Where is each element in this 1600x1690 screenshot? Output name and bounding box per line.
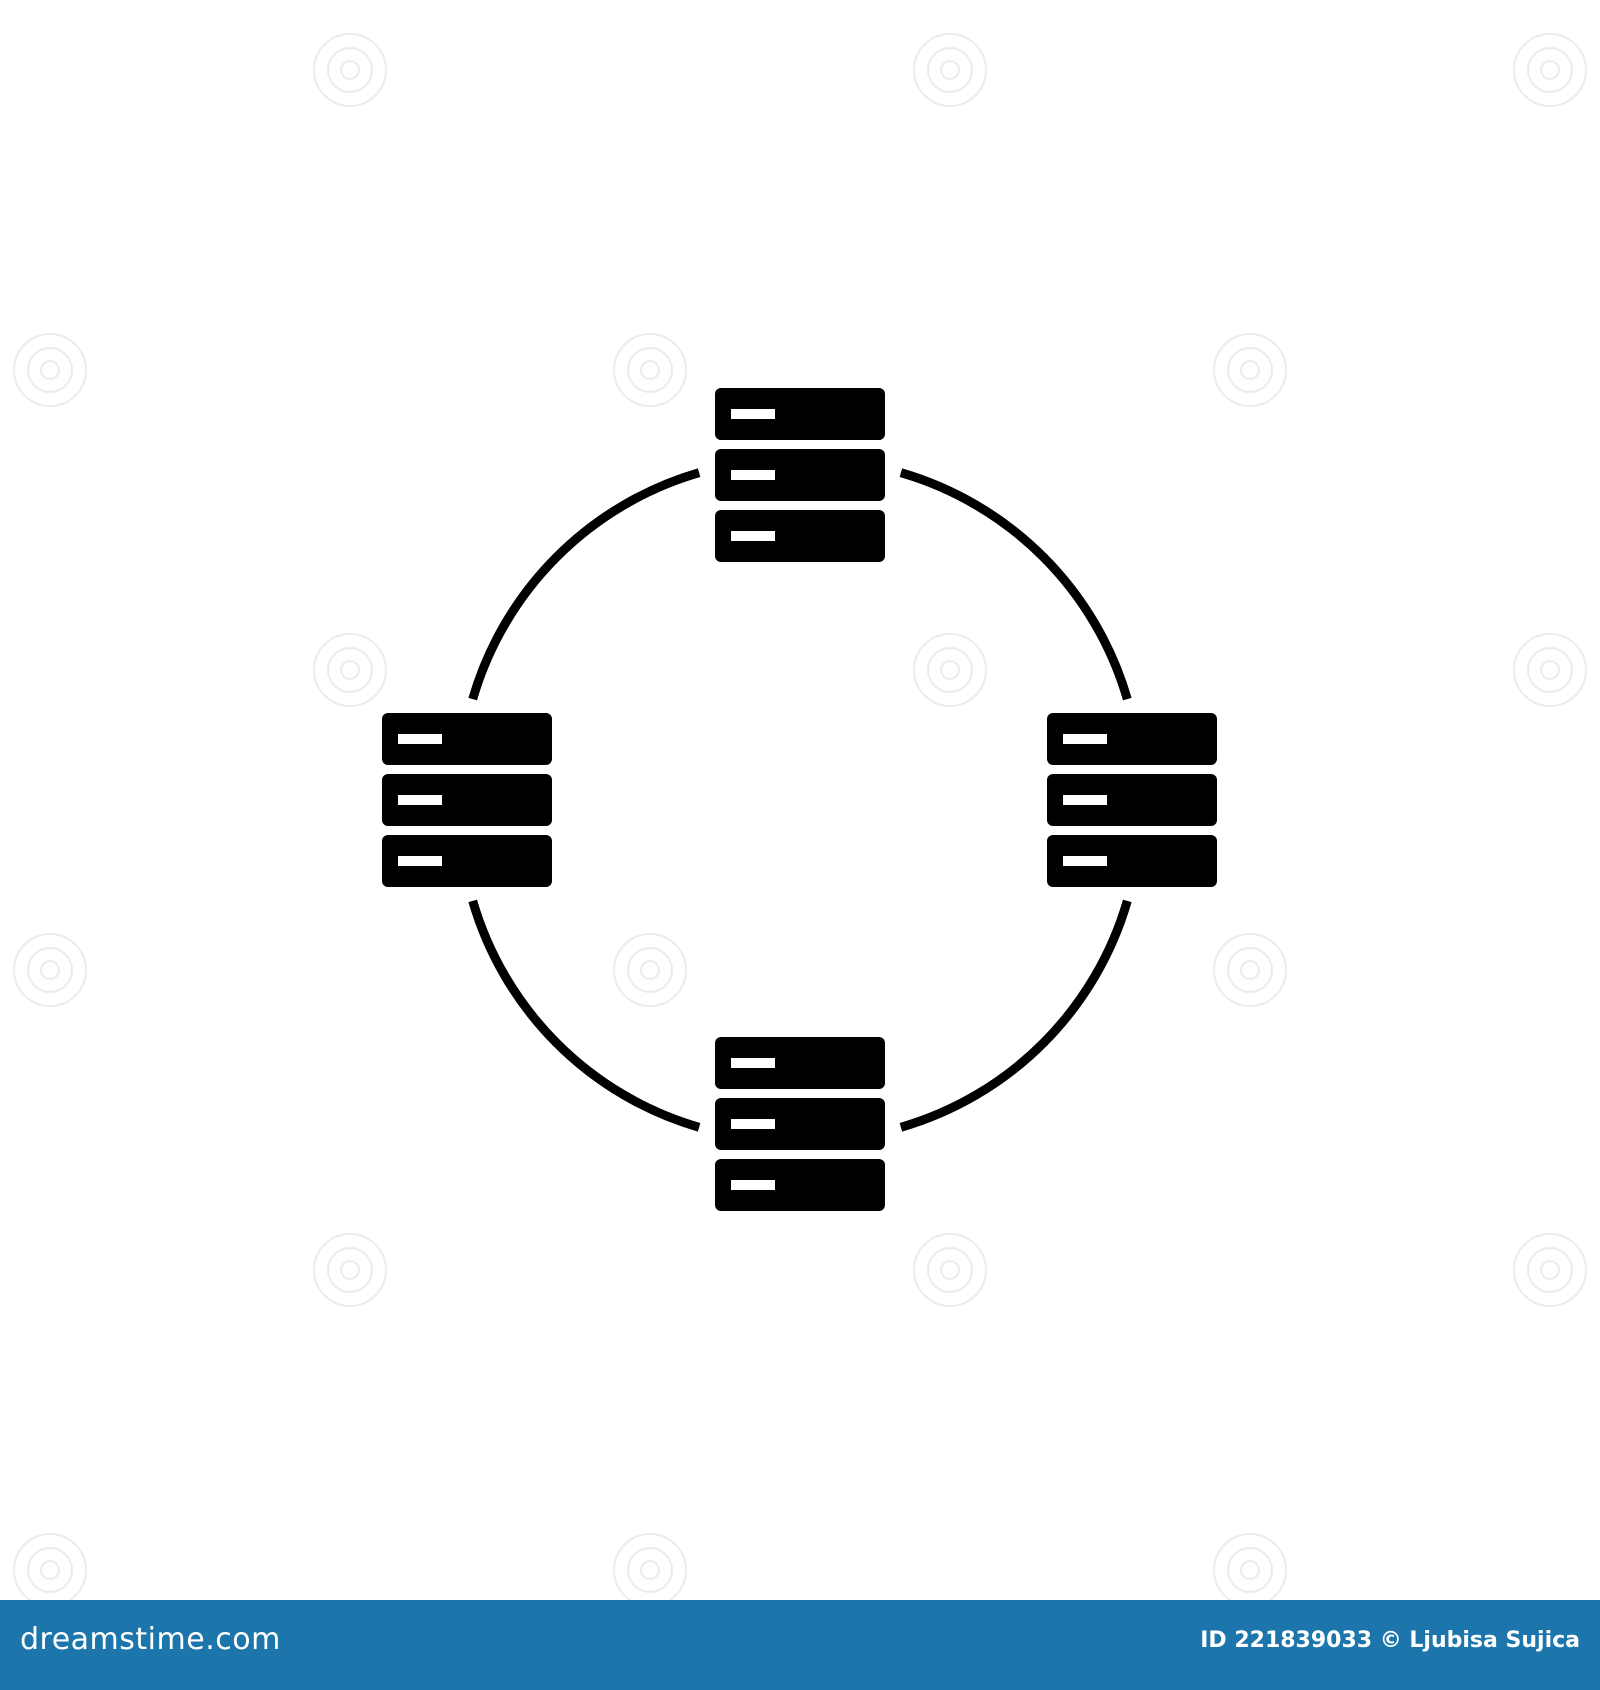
server-unit-led xyxy=(1063,856,1107,866)
server-unit-led xyxy=(731,531,775,541)
server-unit-led xyxy=(731,1119,775,1129)
ring-arc-top-right xyxy=(899,468,1132,701)
ring-network-diagram xyxy=(382,388,1217,1211)
server-unit xyxy=(382,835,552,887)
server-unit xyxy=(715,449,885,501)
server-unit xyxy=(715,1037,885,1089)
ring-connection xyxy=(468,468,1132,1132)
image-credit: ID 221839033 © Ljubisa Sujica xyxy=(1200,1628,1580,1653)
server-unit xyxy=(1047,835,1217,887)
server-unit-led xyxy=(731,1180,775,1190)
server-unit xyxy=(715,1098,885,1150)
server-unit xyxy=(1047,774,1217,826)
server-unit-led xyxy=(398,734,442,744)
server-unit xyxy=(715,510,885,562)
server-stack-icon xyxy=(715,388,885,562)
server-unit-led xyxy=(398,856,442,866)
server-unit-led xyxy=(1063,734,1107,744)
server-unit-led xyxy=(398,795,442,805)
server-stack-icon xyxy=(715,1037,885,1211)
server-unit xyxy=(382,774,552,826)
ring-arc-bottom-left xyxy=(468,899,701,1132)
server-unit-led xyxy=(731,1058,775,1068)
footer-bar: dreamstime.com ID 221839033 © Ljubisa Su… xyxy=(0,1600,1600,1690)
server-stack-icon xyxy=(382,713,552,887)
server-unit-led xyxy=(731,409,775,419)
server-unit xyxy=(715,1159,885,1211)
server-stack-icon xyxy=(1047,713,1217,887)
server-unit xyxy=(1047,713,1217,765)
server-unit-led xyxy=(1063,795,1107,805)
ring-arc-top-left xyxy=(468,468,701,701)
server-unit-led xyxy=(731,470,775,480)
ring-arc-bottom-right xyxy=(899,899,1132,1132)
server-unit xyxy=(382,713,552,765)
server-unit xyxy=(715,388,885,440)
dreamstime-logo[interactable]: dreamstime.com xyxy=(20,1622,281,1657)
